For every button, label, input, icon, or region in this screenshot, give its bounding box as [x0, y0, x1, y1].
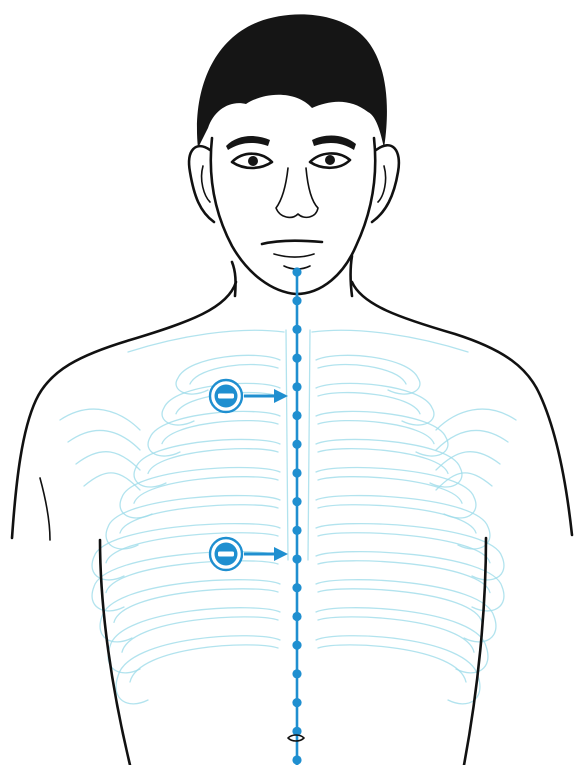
- rib-right-inner: [318, 505, 476, 533]
- minus-circle-icon: [210, 380, 288, 412]
- acupoint: [292, 468, 301, 477]
- acupoint: [292, 583, 301, 592]
- ribcage: [60, 330, 516, 704]
- body-outline: [12, 282, 572, 765]
- scapula-right: [436, 409, 516, 430]
- hair: [197, 14, 387, 148]
- acupoint: [292, 641, 301, 650]
- rib-right-inner: [318, 449, 448, 474]
- rib-left-inner: [120, 505, 278, 533]
- scapula-left: [68, 430, 140, 450]
- rib-left: [116, 636, 280, 704]
- acupoint: [292, 698, 301, 707]
- scapula-left: [76, 452, 140, 470]
- acupoint: [292, 325, 301, 334]
- head: [189, 14, 399, 296]
- scapula-right: [436, 430, 508, 450]
- acupoint: [292, 354, 301, 363]
- acupoint: [292, 411, 301, 420]
- rib-right: [316, 355, 420, 394]
- rib-left: [106, 496, 280, 549]
- neck-outline-right: [351, 256, 353, 296]
- scapula-left: [60, 409, 140, 430]
- left-eyebrow: [226, 136, 270, 150]
- needle-markers: [210, 380, 288, 570]
- right-torso-outline: [464, 538, 486, 765]
- right-shoulder-outline: [352, 282, 572, 535]
- rib-right-inner: [318, 645, 466, 682]
- mouth: [262, 241, 322, 244]
- right-eyebrow: [312, 135, 356, 150]
- rib-right-inner: [318, 561, 490, 593]
- acupoint: [292, 755, 301, 764]
- acupoint: [292, 267, 301, 276]
- rib-right-inner: [318, 393, 420, 414]
- minus-circle-icon: [210, 538, 288, 570]
- rib-left-inner: [130, 645, 278, 682]
- nose: [276, 168, 318, 217]
- acupoint: [292, 612, 301, 621]
- acupoint: [292, 382, 301, 391]
- rib-left-inner: [106, 561, 278, 593]
- rib-left-inner: [134, 477, 278, 504]
- acupoint: [292, 440, 301, 449]
- rib-left: [134, 439, 280, 487]
- left-armpit-outline: [40, 478, 50, 540]
- rib-right: [316, 496, 490, 549]
- acupoint: [292, 554, 301, 563]
- acupoint: [292, 497, 301, 506]
- acupoint: [292, 296, 301, 305]
- rib-right-inner: [318, 365, 406, 384]
- rib-right-inner: [318, 617, 474, 652]
- acupoint: [292, 526, 301, 535]
- meridian-line: [292, 267, 301, 765]
- rib-right-inner: [318, 477, 462, 504]
- rib-left-inner: [122, 617, 278, 652]
- left-torso-outline: [100, 540, 130, 765]
- acupoint: [292, 669, 301, 678]
- rib-left-inner: [148, 449, 278, 474]
- rib-right: [316, 636, 480, 704]
